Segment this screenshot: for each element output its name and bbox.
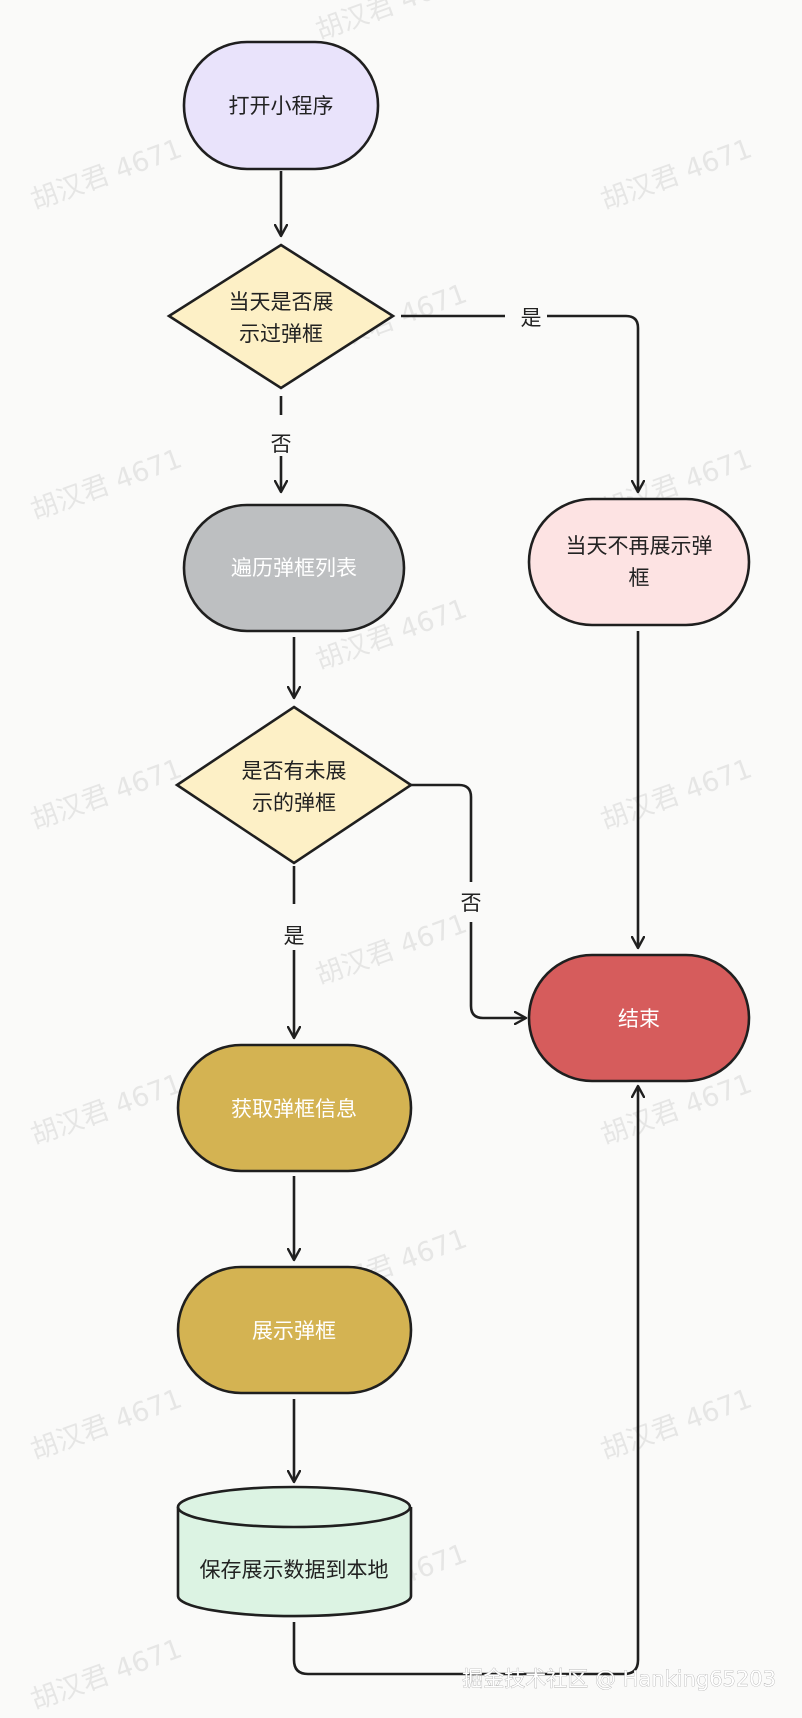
node-get-info-label: 获取弹框信息 xyxy=(231,1097,357,1121)
watermark: 胡汉君 4671 xyxy=(27,1383,186,1466)
node-skip-label-line2: 框 xyxy=(629,566,650,590)
node-save: 保存展示数据到本地 xyxy=(176,1485,413,1618)
node-traverse-shape xyxy=(182,503,406,633)
watermark: 胡汉君 4671 xyxy=(27,133,186,216)
node-start-shape xyxy=(182,40,380,171)
node-end: 结束 xyxy=(527,953,751,1083)
edge-label-unshown-yes: 是 xyxy=(284,924,305,948)
watermark: 胡汉君 4671 xyxy=(597,753,756,836)
watermark-layer: 胡汉君 4671 胡汉君 4671 胡汉君 4671 胡汉君 4671 胡汉君 … xyxy=(27,0,756,1717)
node-traverse: 遍历弹框列表 xyxy=(182,503,406,633)
footer-credit: 掘金技术社区 @ Hanking65203 xyxy=(462,1667,776,1691)
watermark: 胡汉君 4671 xyxy=(27,443,186,526)
node-check-unshown-label-line2: 示的弹框 xyxy=(252,791,336,815)
edge-label-unshown-no: 否 xyxy=(461,891,482,915)
node-traverse-label: 遍历弹框列表 xyxy=(231,556,357,580)
node-check-shown-label-line1: 当天是否展 xyxy=(229,290,334,314)
node-get-info: 获取弹框信息 xyxy=(176,1043,413,1173)
node-end-label: 结束 xyxy=(618,1007,660,1031)
edge-label-shown-no: 否 xyxy=(271,432,292,456)
node-show-label: 展示弹框 xyxy=(252,1319,336,1343)
node-check-shown-shape xyxy=(166,243,396,390)
watermark: 胡汉君 4671 xyxy=(597,1383,756,1466)
node-skip-label-line1: 当天不再展示弹 xyxy=(566,534,713,558)
node-show-shape xyxy=(176,1265,413,1395)
node-check-shown-label-line2: 示过弹框 xyxy=(239,322,323,346)
node-start-label: 打开小程序 xyxy=(229,94,334,118)
node-show: 展示弹框 xyxy=(176,1265,413,1395)
node-save-body xyxy=(176,1507,413,1618)
edge-save-to-end xyxy=(292,1086,638,1676)
node-end-shape xyxy=(527,953,751,1083)
watermark: 胡汉君 4671 xyxy=(27,1068,186,1151)
node-check-unshown-shape xyxy=(174,705,414,865)
node-skip: 当天不再展示弹 框 xyxy=(527,497,751,627)
node-save-label: 保存展示数据到本地 xyxy=(200,1558,389,1582)
node-check-unshown: 是否有未展 示的弹框 xyxy=(174,705,414,865)
watermark: 胡汉君 4671 xyxy=(27,1633,186,1716)
watermark: 胡汉君 4671 xyxy=(312,908,471,991)
node-check-unshown-label-line1: 是否有未展 xyxy=(242,759,347,783)
edge-check-unshown-to-end xyxy=(411,783,526,1018)
node-start: 打开小程序 xyxy=(182,40,380,171)
node-get-info-shape xyxy=(176,1043,413,1173)
node-check-shown: 当天是否展 示过弹框 xyxy=(166,243,396,390)
edges xyxy=(281,171,638,1676)
watermark: 胡汉君 4671 xyxy=(312,0,471,47)
node-save-top xyxy=(176,1485,412,1529)
watermark: 胡汉君 4671 xyxy=(27,753,186,836)
edge-check-shown-to-skip xyxy=(401,314,638,492)
watermark: 胡汉君 4671 xyxy=(597,133,756,216)
node-skip-shape xyxy=(527,497,751,627)
edge-label-shown-yes: 是 xyxy=(521,306,542,330)
